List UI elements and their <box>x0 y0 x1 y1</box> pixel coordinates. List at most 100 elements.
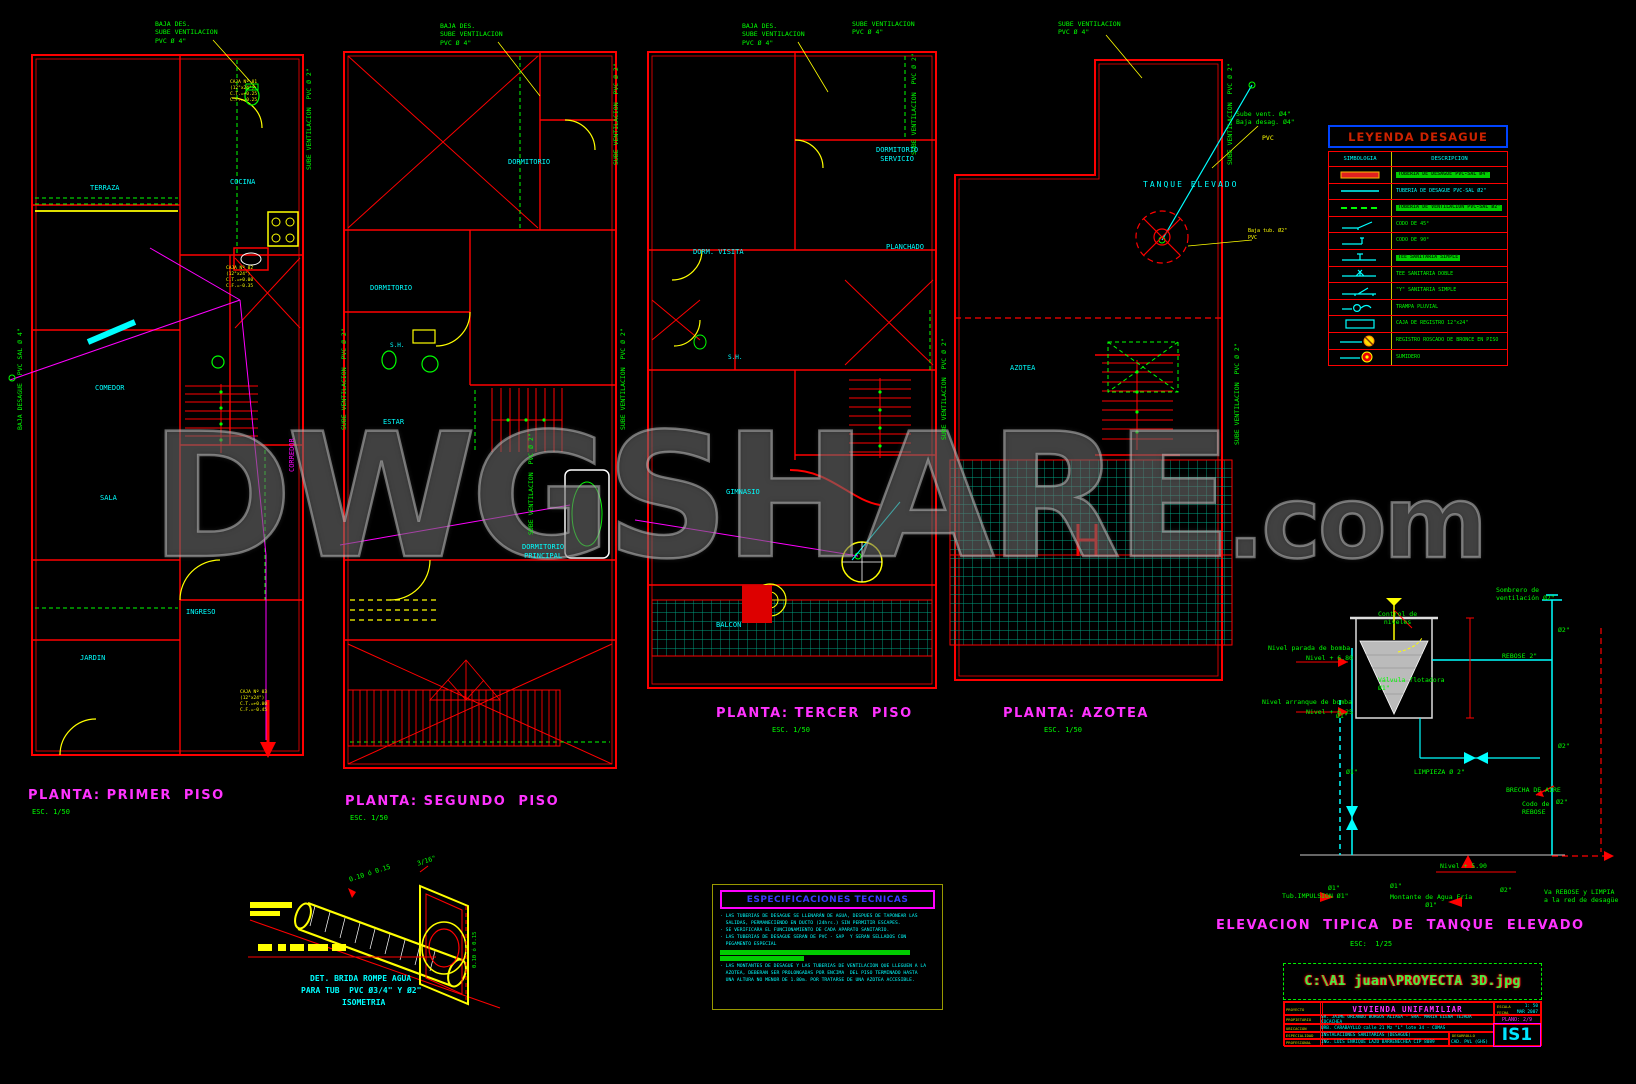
desarrollo-value: CAD. PVL (GHS) <box>1451 1040 1489 1045</box>
desarrollo-cell: DESARROLLO CAD. PVL (GHS) <box>1448 1031 1495 1047</box>
annotation-label: Ø2" <box>1558 626 1570 634</box>
legend-row: SUMIDERO <box>1329 349 1507 366</box>
tile-areas <box>347 459 1233 747</box>
annotation-label: DORMITORIO <box>370 284 413 292</box>
annotation-label: Baja tub. Ø2" PVC <box>1248 228 1288 241</box>
elevation-scale: ESC: 1/25 <box>1350 940 1393 948</box>
annotation-label: Nivel arranque de bomba <box>1262 698 1353 706</box>
annotation-label: SUBE VENTILACION PVC Ø 2" <box>910 53 918 155</box>
legend-row: CODO DE 90° <box>1329 233 1507 250</box>
annotation-label: 0.10 ó 0.15 <box>472 931 478 968</box>
annotation-label: Ø1" <box>1390 882 1402 890</box>
legend-row-desc: TUBERIA DE VENTILACION PVC-SAL Ø2" <box>1396 204 1503 211</box>
annotation-label: BRECHA DE AIRE <box>1506 786 1561 794</box>
annotation-label: PLANCHADO <box>886 243 924 251</box>
annotation-label: DORMITORIO SERVICIO <box>876 146 919 164</box>
spec-text-line: PEGAMENTO ESPECIAL <box>720 942 777 948</box>
annotation-label: Tub.IMPULSION Ø1" <box>1282 892 1349 900</box>
legend-row: "Y" SANITARIA SIMPLE <box>1329 283 1507 300</box>
annotation-label: LIMPIEZA Ø 2" <box>1414 768 1465 776</box>
annotation-label: S.H. <box>390 342 405 349</box>
specs-title: ESPECIFICACIONES TECNICAS <box>720 890 935 909</box>
leader-lines <box>35 34 1259 247</box>
door-arcs <box>59 97 824 756</box>
proyecto-label: PROYECTO <box>1284 1002 1323 1016</box>
elevation-title: ELEVACION TIPICA DE TANQUE ELEVADO <box>1216 918 1585 933</box>
annotation-label: BAJA DES. SUBE VENTILACION PVC Ø 4" <box>155 20 218 45</box>
annotation-label: INGRESO <box>186 608 216 616</box>
annotation-label: SUBE VENTILACION PVC Ø 4" <box>852 20 915 37</box>
legend-row-desc: TUBERIA DE DESAGUE PVC-SAL Ø4" <box>1396 171 1491 178</box>
annotation-label: JARDIN <box>80 654 106 662</box>
annotation-label: Ø1" <box>1328 884 1340 892</box>
desarrollo-label: DESARROLLO <box>1452 1033 1475 1038</box>
file-path-text: C:\A1 juan\PROYECTA 3D.jpg <box>1304 974 1521 989</box>
annotation-label: SUBE VENTILACION PVC Ø 2" <box>940 338 948 440</box>
stairs <box>185 360 1173 458</box>
ubicacion-value: URB. CARABAYLLO calle 21 Mz "L" lote 34 … <box>1320 1023 1495 1033</box>
annotation-label: Codo de REBOSE <box>1522 800 1550 817</box>
legend-col-descripcion: DESCRIPCION <box>1431 156 1468 162</box>
legend-row: TUBERIA DE DESAGUE PVC-SAL Ø4" <box>1329 167 1507 184</box>
legend-row-desc: REGISTRO ROSCADO DE BRONCE EN PISO <box>1396 336 1499 343</box>
profesional-value: ING. LUIS ENRIQUE LAZO BARRENECHEA CIP 8… <box>1320 1038 1450 1047</box>
legend-header: SIMBOLOGIA DESCRIPCION <box>1329 152 1507 167</box>
annotation-label: S.H. <box>728 354 743 361</box>
tank-cross <box>1143 218 1181 256</box>
legend-row-desc: TUBERIA DE DESAGUE PVC-SAL Ø2" <box>1396 187 1487 194</box>
tee-doble-icon <box>1329 266 1392 283</box>
sheet-number: IS1 <box>1493 1023 1541 1047</box>
annotation-label: AZOTEA <box>1010 364 1036 372</box>
annotation-label: SUBE VENTILACION PVC Ø 2" <box>305 68 313 170</box>
legend-row: CAJA DE REGISTRO 12"x24" <box>1329 316 1507 333</box>
annotation-label: COCINA <box>230 178 256 186</box>
annotation-label: COMEDOR <box>95 384 125 392</box>
annotation-label: GIMNASIO <box>726 488 760 496</box>
annotation-label: SUBE VENTILACION PVC Ø 2" <box>527 433 535 535</box>
propietario-label: PROPIETARIO <box>1284 1014 1323 1025</box>
annotation-label: Ø2" <box>1558 742 1570 750</box>
pipe-ventilacion-icon <box>1329 200 1392 216</box>
plan-title-4: PLANTA: AZOTEA <box>1003 706 1149 721</box>
profesional-label: PROFESIONAL <box>1284 1038 1323 1047</box>
annotation-label: SUBE VENTILACION PVC Ø 2" <box>1226 63 1234 165</box>
title-block: C:\A1 juan\PROYECTA 3D.jpg PROYECTO VIVI… <box>1283 963 1542 1047</box>
spec-text-line: · LAS TUBERIAS DE DESAGUE SERAN DE PVC -… <box>720 935 907 941</box>
annotation-label: REBOSE 2" <box>1502 652 1538 660</box>
legend-row-desc: CODO DE 90° <box>1396 237 1430 244</box>
annotation-label: TANQUE ELEVADO <box>1143 180 1239 189</box>
annotation-label: BAJA DES. SUBE VENTILACION PVC Ø 4" <box>742 22 805 47</box>
plan-title-2: PLANTA: SEGUNDO PISO <box>345 794 560 809</box>
legend-row: TUBERIA DE DESAGUE PVC-SAL Ø2" <box>1329 183 1507 201</box>
caja-registro-icon <box>1329 316 1392 332</box>
especificaciones-tecnicas: ESPECIFICACIONES TECNICAS · LAS TUBERIAS… <box>712 884 943 1010</box>
plan-title-3: PLANTA: TERCER PISO <box>716 706 913 721</box>
legend-row: TEE SANITARIA DOBLE <box>1329 266 1507 284</box>
exit-arrow <box>260 700 276 758</box>
annotation-label: Nivel + 6.80 <box>1306 654 1353 662</box>
especialidad-label: ESPECIALIDAD <box>1284 1031 1323 1040</box>
spec-highlight-bar <box>720 949 910 955</box>
annotation-label: TERRAZA <box>90 184 120 192</box>
spec-highlight-bar <box>720 956 804 962</box>
propietario-value: SR. JAIME ORLANDO BURGOS ALIAGA - SRA. M… <box>1320 1014 1495 1025</box>
fecha-label: FECHA <box>1497 1009 1509 1015</box>
annotation-label: Control de niveles <box>1378 610 1418 627</box>
annotation-label: CORREDOR <box>288 438 296 472</box>
annotation-label: SUBE VENTILACION PVC Ø 2" <box>612 63 620 165</box>
escala-value: 1: 50 <box>1524 1003 1538 1009</box>
annotation-label: SUBE VENTILACION PVC Ø 4" <box>1058 20 1121 37</box>
legend-table: SIMBOLOGIA DESCRIPCION TUBERIA DE DESAGU… <box>1328 151 1508 367</box>
legend-row-desc: TEE SANITARIA DOBLE <box>1396 270 1454 277</box>
plan-title-1: PLANTA: PRIMER PISO <box>28 788 225 803</box>
annotation-label: Montante de Agua Fría Ø1" <box>1390 893 1473 910</box>
detail-title-line2: PARA TUB PVC Ø3/4" Y Ø2" <box>301 986 422 995</box>
spec-text-line: AZOTEA, DEBERAN SER PROLONGADAS POR ENCI… <box>720 971 918 977</box>
spec-text-line: SALIDAS, PERMANECIENDO EN DUCTO (24hrs.)… <box>720 921 901 927</box>
detail-title-line1: DET. BRIDA ROMPE AGUA <box>310 974 412 983</box>
annotation-label: CAJA Nº 02 (12"x24") C.T.=+0.00 C.F.=-0.… <box>226 266 254 289</box>
annotation-label: Nivel + 5.90 <box>1440 862 1487 870</box>
annotation-label: Sombrero de ventilación Ø2" <box>1496 586 1555 603</box>
